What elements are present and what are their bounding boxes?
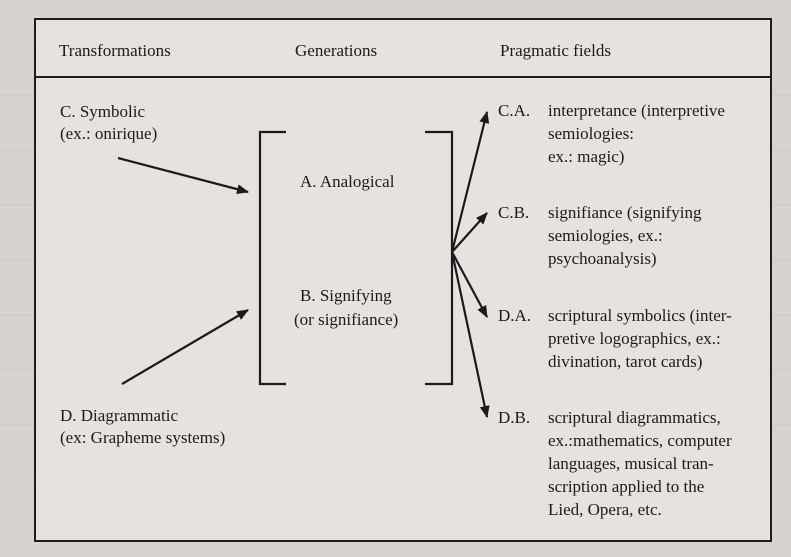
field-cb-line-1: signifiance (signifying <box>548 203 702 222</box>
arrow-to-ca <box>450 111 490 253</box>
diagrammatic-title: D. Diagrammatic <box>60 406 179 425</box>
right-bracket <box>425 130 454 386</box>
signifying-alt-label: (or signifiance) <box>294 310 399 329</box>
analogical-label: A. Analogical <box>300 172 395 191</box>
field-ca-line-3: ex.: magic) <box>548 147 625 166</box>
arrow-symbolic-to-analogical <box>117 156 249 195</box>
diagram-connectors <box>117 111 490 418</box>
field-db-code: D.B. <box>498 408 531 427</box>
header-transformations: Transformations <box>59 41 171 60</box>
arrow-to-db <box>450 251 490 418</box>
diagram-frame: Transformations Generations Pragmatic fi… <box>34 18 772 542</box>
symbolic-example: (ex.: onirique) <box>60 124 158 143</box>
arrow-to-cb <box>451 212 488 253</box>
signifying-label: B. Signifying <box>300 286 392 305</box>
left-bracket <box>258 130 286 386</box>
field-db-line-3: languages, musical tran- <box>548 454 714 473</box>
field-da-code: D.A. <box>498 306 532 325</box>
field-da-line-3: divination, tarot cards) <box>548 352 703 371</box>
field-da-line-1: scriptural symbolics (inter- <box>548 306 732 325</box>
field-ca-line-1: interpretance (interpretive <box>548 101 725 120</box>
field-cb-code: C.B. <box>498 203 530 222</box>
field-cb-line-3: psychoanalysis) <box>548 249 657 268</box>
header-pragmatic-fields: Pragmatic fields <box>500 41 611 60</box>
arrow-to-da <box>451 251 488 318</box>
symbolic-title: C. Symbolic <box>60 102 146 121</box>
arrow-diagrammatic-to-signifying <box>121 309 249 385</box>
header-generations: Generations <box>295 41 378 60</box>
field-db-line-1: scriptural diagrammatics, <box>548 408 721 427</box>
field-db-line-2: ex.:mathematics, computer <box>548 431 732 450</box>
header-divider <box>36 76 770 78</box>
field-ca-code: C.A. <box>498 101 531 120</box>
diagrammatic-example: (ex: Grapheme systems) <box>60 428 226 447</box>
field-db-line-5: Lied, Opera, etc. <box>548 500 662 519</box>
field-da-line-2: pretive logographics, ex.: <box>548 329 721 348</box>
field-cb-line-2: semiologies, ex.: <box>548 226 663 245</box>
field-db-line-4: scription applied to the <box>548 477 705 496</box>
field-ca-line-2: semiologies: <box>548 124 634 143</box>
